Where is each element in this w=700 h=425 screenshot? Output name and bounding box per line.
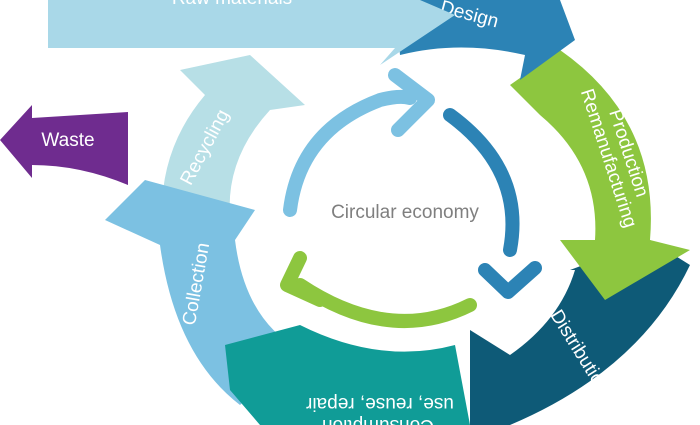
- inner-arrow-bottom-head: [280, 251, 327, 307]
- consumption-label-title: Consumption: [322, 415, 434, 425]
- inner-arrow-top: [283, 89, 417, 217]
- distribution-arrow: [470, 240, 690, 425]
- waste-label: Waste: [41, 130, 94, 151]
- consumption-arrow: [225, 325, 470, 425]
- center-label: Circular economy: [331, 202, 479, 223]
- inner-arrow-right-head: [478, 261, 542, 299]
- inner-arrow-right: [443, 108, 520, 257]
- raw-materials-label: Raw materials: [172, 0, 292, 9]
- production-arrow: [510, 50, 690, 300]
- raw-materials-arrow: [48, 0, 455, 65]
- inner-arrow-top-head: [388, 68, 435, 137]
- consumption-label: use, reuse, repair: [305, 393, 454, 414]
- waste-arrow: [0, 105, 128, 185]
